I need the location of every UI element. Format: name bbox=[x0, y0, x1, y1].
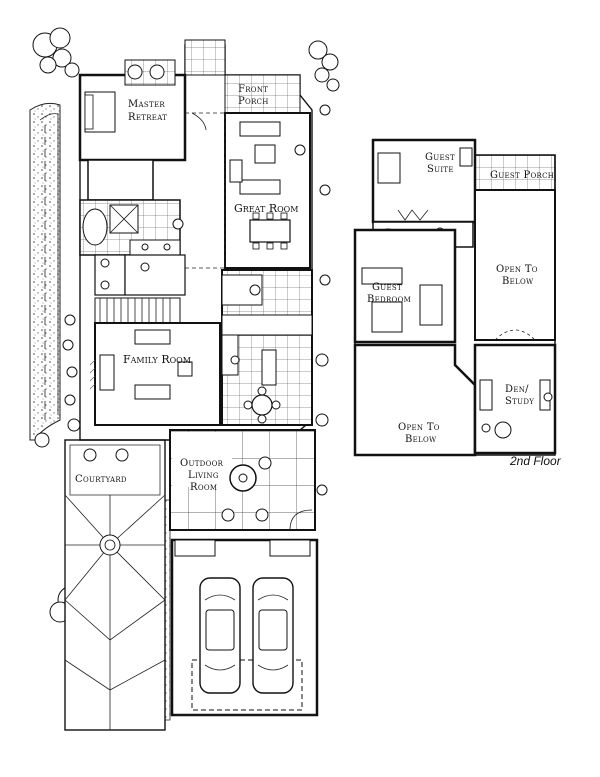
label-great-room: Great Room bbox=[234, 202, 298, 215]
label-open-to-below-2a: Open To bbox=[398, 422, 440, 433]
garage bbox=[170, 538, 319, 717]
label-master-retreat-2: Retreat bbox=[128, 112, 167, 123]
label-den-study-1: Den/ bbox=[505, 384, 529, 395]
outdoor-living-room: Outdoor Living Room bbox=[169, 429, 316, 531]
label-outdoor-living-3: Room bbox=[190, 482, 217, 493]
label-guest-bedroom-1: Guest bbox=[372, 282, 402, 293]
label-guest-suite-2: Suite bbox=[427, 164, 454, 175]
courtyard: Courtyard bbox=[64, 439, 166, 731]
label-master-retreat-1: Master bbox=[128, 99, 165, 110]
label-courtyard: Courtyard bbox=[75, 474, 127, 485]
dining-chairs bbox=[252, 212, 288, 250]
label-guest-suite-1: Guest bbox=[425, 152, 455, 163]
label-den-study-2: Study bbox=[505, 396, 534, 407]
first-floor: Front Porch Master Retreat bbox=[78, 39, 313, 441]
stair-treads-1 bbox=[99, 298, 171, 323]
label-front-porch-1: Front bbox=[238, 84, 268, 95]
second-floor: Guest Porch Guest Suite Guest Bedroom Op… bbox=[353, 138, 562, 468]
label-open-to-below-1a: Open To bbox=[496, 264, 538, 275]
label-open-to-below-2b: Below bbox=[405, 434, 437, 445]
label-open-to-below-1b: Below bbox=[502, 276, 534, 287]
car-left bbox=[199, 577, 241, 694]
label-family-room: Family Room bbox=[123, 353, 191, 366]
shrubs-top-left bbox=[32, 27, 80, 78]
label-guest-bedroom-2: Bedroom bbox=[367, 294, 411, 305]
shrubs-left-side bbox=[34, 314, 81, 448]
car-right bbox=[252, 577, 294, 694]
label-outdoor-living-1: Outdoor bbox=[180, 458, 224, 469]
shrubs-top-right bbox=[308, 40, 340, 92]
label-second-floor: 2nd Floor bbox=[509, 454, 562, 468]
label-guest-porch: Guest Porch bbox=[490, 170, 554, 181]
label-front-porch-2: Porch bbox=[238, 96, 269, 107]
shrubs-right-side bbox=[315, 104, 331, 496]
label-outdoor-living-2: Living bbox=[188, 470, 219, 481]
